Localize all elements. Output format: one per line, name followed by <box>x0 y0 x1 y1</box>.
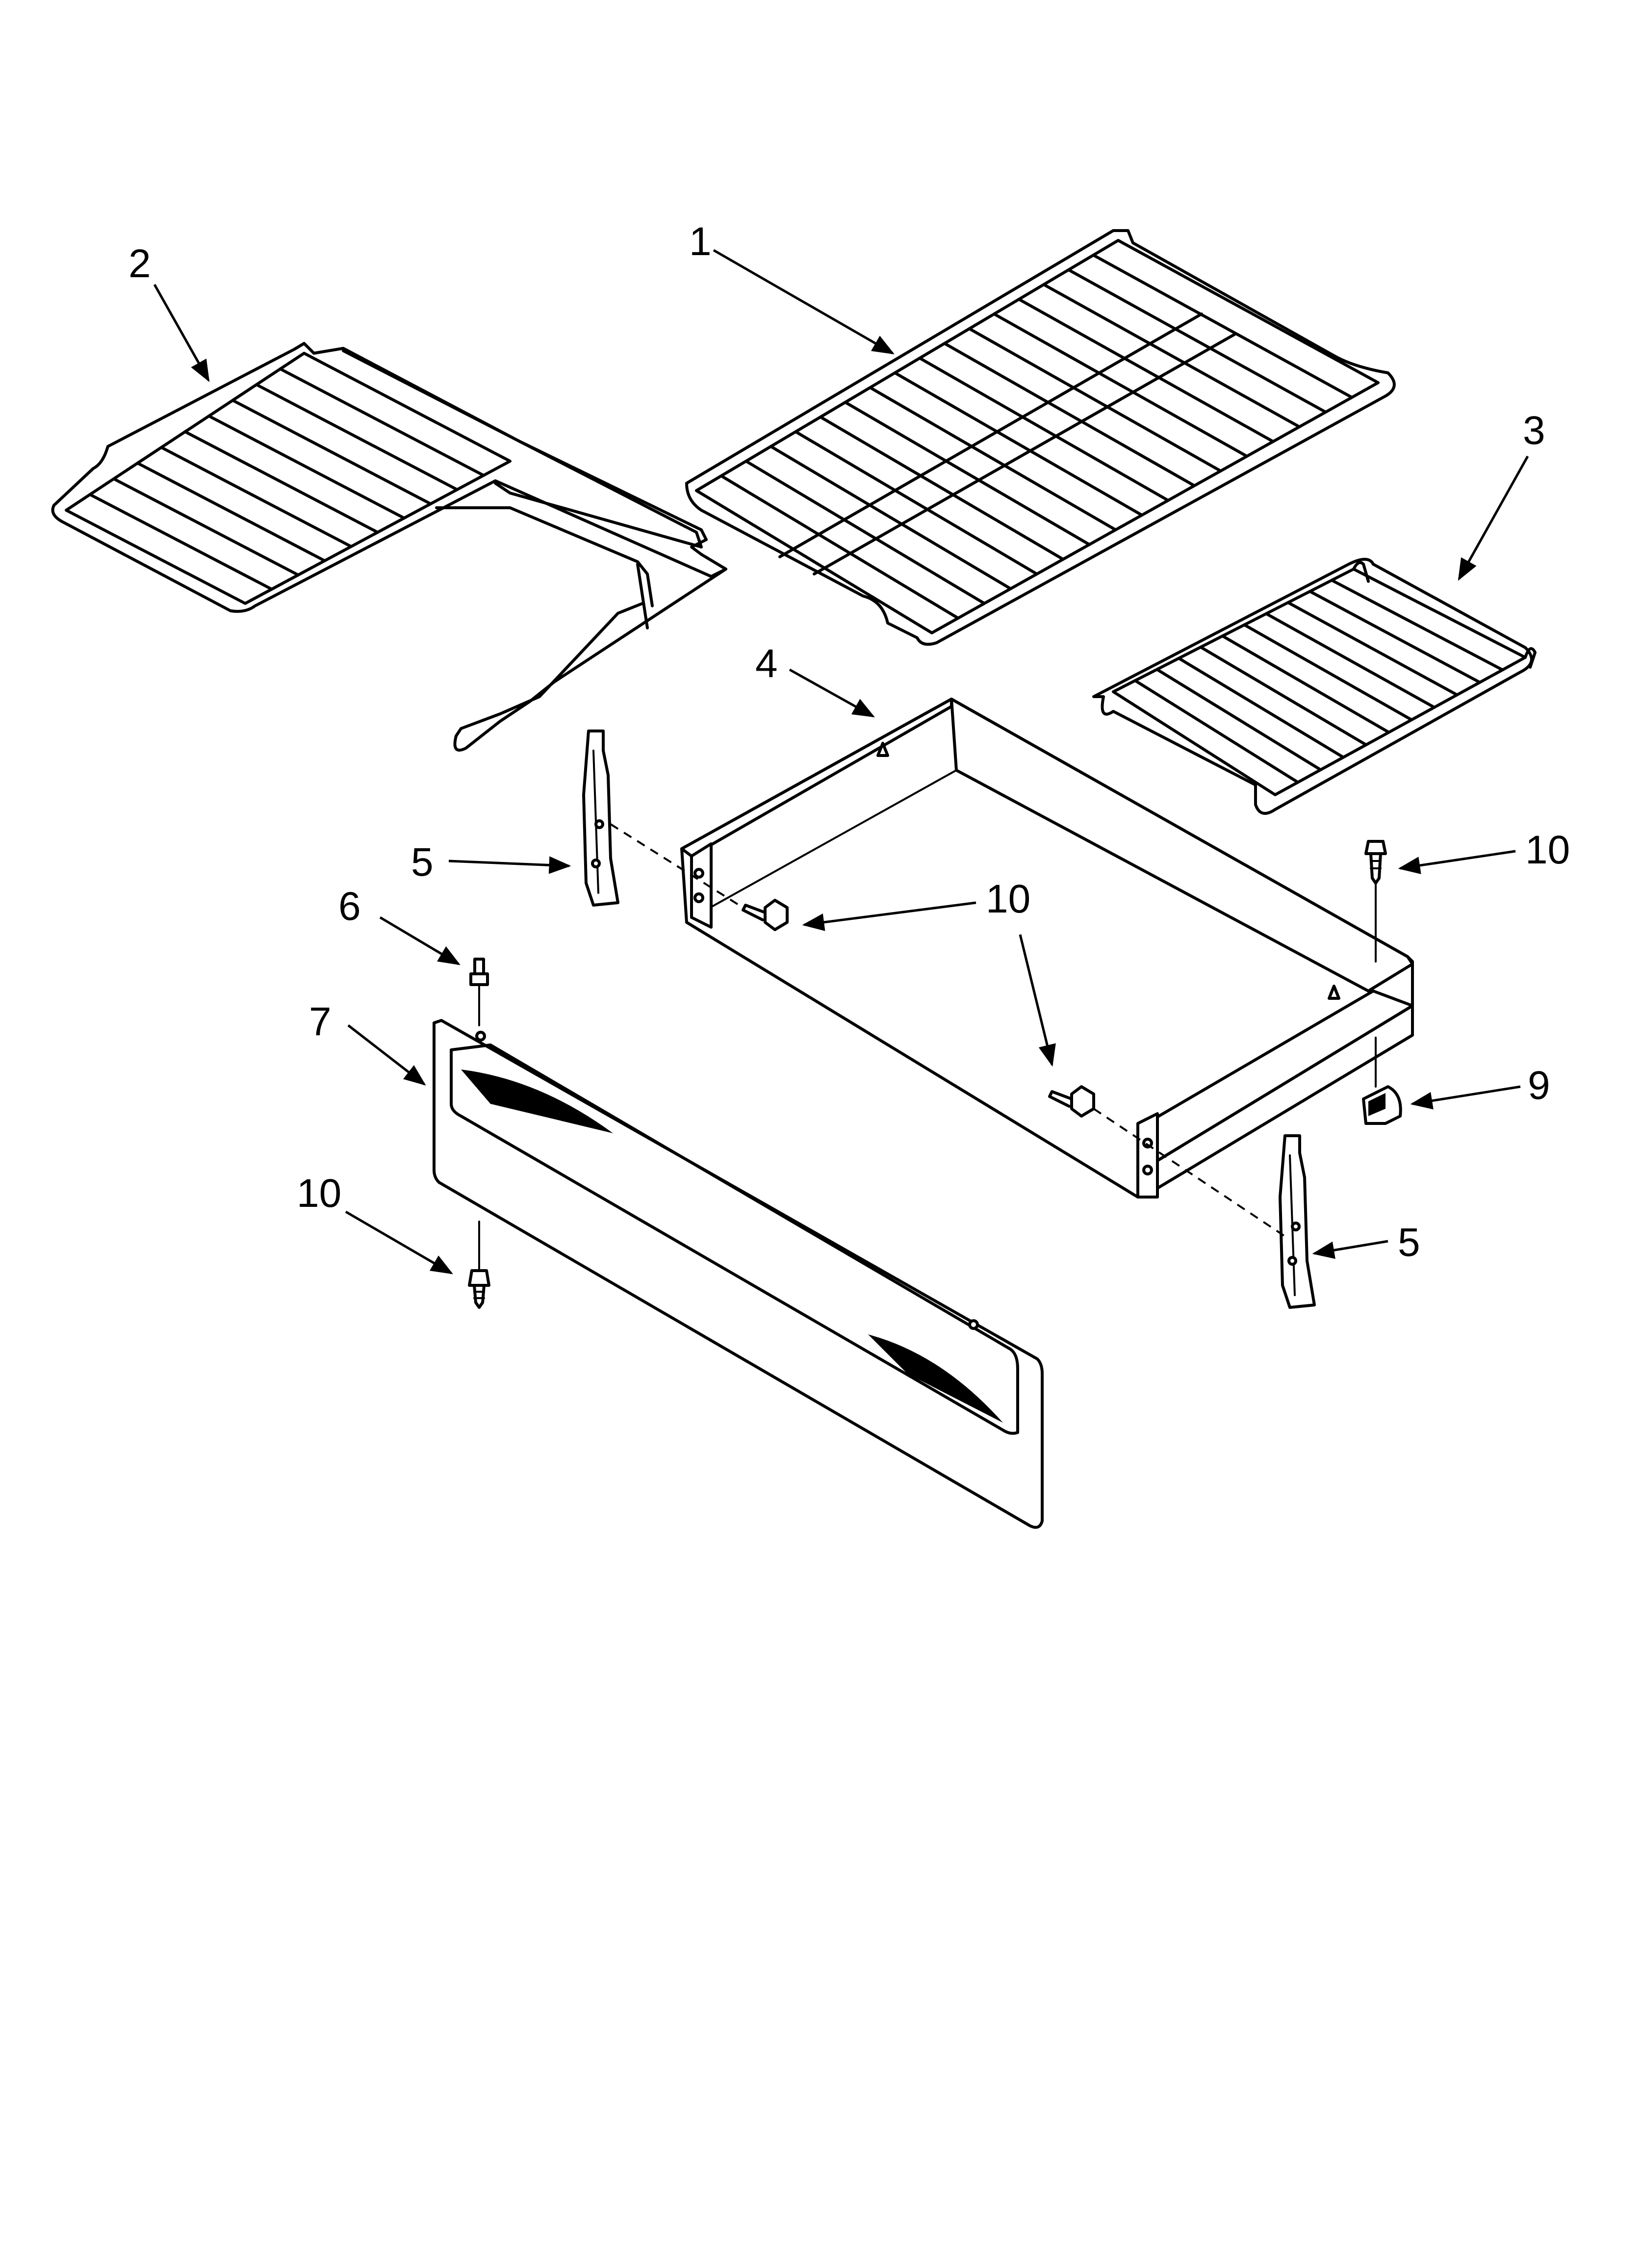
callout-7: 7 <box>309 999 332 1044</box>
oven-rack-extended <box>51 342 727 752</box>
rack-wire <box>844 401 1091 546</box>
leader-10a <box>1398 850 1516 874</box>
drawer-clip <box>1362 1037 1402 1125</box>
rack-wire <box>993 313 1249 458</box>
leader-10d <box>345 1210 453 1275</box>
rack-wire <box>1308 590 1482 684</box>
broil-rack-small <box>1092 558 1537 815</box>
callout-3: 3 <box>1523 408 1545 453</box>
drawer-body <box>680 698 1414 1199</box>
rack-wire <box>231 399 432 505</box>
rack-wire <box>136 462 326 562</box>
leader-3 <box>1458 455 1529 581</box>
rack-wire <box>869 386 1117 531</box>
callout-10-bottom-left: 10 <box>297 1171 341 1216</box>
assembly-line-right <box>1093 1108 1286 1237</box>
rack-wire <box>719 474 960 620</box>
callout-5-right: 5 <box>1398 1220 1420 1265</box>
rack-wire <box>893 371 1144 517</box>
rack-wire <box>1017 298 1275 443</box>
rack-wire <box>1042 283 1301 428</box>
rack-wire <box>1330 578 1504 672</box>
rack-wire <box>769 445 1012 590</box>
rack-wire <box>1133 679 1300 784</box>
rack-wire <box>918 357 1170 502</box>
leader-4 <box>789 668 875 718</box>
callout-4: 4 <box>755 641 778 686</box>
drawer-stud <box>469 958 489 1026</box>
assembly-line-left <box>610 823 744 909</box>
oven-rack-large <box>685 229 1396 646</box>
rack-wire <box>160 446 353 548</box>
callout-1: 1 <box>689 219 712 264</box>
rack-wire <box>968 327 1222 472</box>
rack-wire <box>255 383 459 491</box>
rack-wire <box>1092 254 1354 399</box>
rack-wire <box>279 367 485 477</box>
rack-wire <box>1264 612 1436 709</box>
screw-top-right <box>1364 840 1387 963</box>
rack-wire <box>1221 634 1390 734</box>
rack-wire <box>744 460 986 605</box>
callout-9: 9 <box>1528 1063 1550 1108</box>
rack-wire <box>88 493 273 591</box>
leader-5b <box>1312 1240 1388 1259</box>
rack-wire <box>1155 668 1322 772</box>
callout-6: 6 <box>338 884 361 929</box>
drawer-glide-left <box>582 730 619 907</box>
leader-10b <box>802 901 976 931</box>
drawer-front-panel <box>433 1019 1044 1529</box>
rack-wire <box>1177 656 1345 759</box>
rack-wire <box>1286 601 1459 697</box>
leader-6 <box>379 916 461 965</box>
rack-wire <box>1199 646 1368 747</box>
rack-wire <box>1243 623 1413 722</box>
rack-wire <box>1067 268 1327 414</box>
leader-1 <box>713 249 895 355</box>
rack-wire <box>943 342 1196 487</box>
rack-wire <box>794 430 1039 575</box>
rack-wire <box>207 415 406 520</box>
rack-wire <box>183 430 379 534</box>
screw-drawer-left <box>742 899 789 931</box>
leader-5a <box>448 856 571 874</box>
leader-9 <box>1410 1085 1521 1110</box>
callout-5-left: 5 <box>411 840 434 885</box>
callout-10-top-right: 10 <box>1525 828 1570 872</box>
rack-wire <box>112 477 300 576</box>
leader-7 <box>347 1024 426 1086</box>
callout-10-center: 10 <box>986 877 1030 921</box>
rack-wire <box>819 416 1065 561</box>
screw-panel-bottom <box>468 1221 490 1309</box>
callout-2: 2 <box>128 241 151 286</box>
leader-10c <box>1019 934 1056 1067</box>
drawer-glide-right <box>1279 1134 1316 1309</box>
leader-2 <box>153 284 210 382</box>
